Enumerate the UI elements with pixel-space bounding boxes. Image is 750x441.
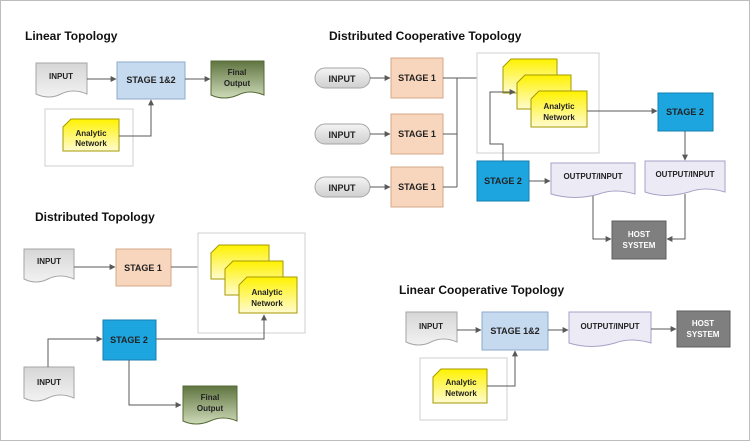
- svg-text:Analytic: Analytic: [445, 378, 477, 387]
- svg-text:Network: Network: [75, 139, 107, 148]
- linear-coop-stage-box: STAGE 1&2: [481, 311, 549, 351]
- svg-text:INPUT: INPUT: [329, 74, 357, 84]
- svg-text:INPUT: INPUT: [37, 257, 61, 266]
- linear-input: INPUT: [35, 62, 88, 98]
- svg-text:Output: Output: [197, 404, 224, 413]
- svg-text:Final: Final: [201, 393, 220, 402]
- svg-text:STAGE 1: STAGE 1: [398, 73, 436, 83]
- dist-coop-title: Distributed Cooperative Topology: [329, 29, 522, 43]
- dist-coop-analytic-stack: Analytic Network: [502, 58, 588, 128]
- svg-text:Network: Network: [445, 389, 477, 398]
- distributed-analytic-stack: Analytic Network: [210, 244, 298, 314]
- svg-text:STAGE 1: STAGE 1: [398, 129, 436, 139]
- distributed-input-bottom: INPUT: [23, 366, 75, 402]
- svg-text:INPUT: INPUT: [37, 378, 61, 387]
- distributed-final-output: Final Output: [182, 385, 238, 425]
- dist-coop-stage1-1: STAGE 1: [390, 57, 444, 99]
- svg-text:OUTPUT/INPUT: OUTPUT/INPUT: [655, 170, 714, 179]
- svg-text:STAGE 1: STAGE 1: [398, 182, 436, 192]
- linear-stage-box: STAGE 1&2: [116, 61, 186, 100]
- svg-text:INPUT: INPUT: [329, 130, 357, 140]
- dist-coop-output-input-right: OUTPUT/INPUT: [644, 160, 726, 196]
- dist-coop-input-3: INPUT: [314, 176, 371, 198]
- svg-text:HOST: HOST: [692, 319, 714, 328]
- svg-text:HOST: HOST: [628, 230, 650, 239]
- svg-text:SYSTEM: SYSTEM: [623, 241, 656, 250]
- svg-text:STAGE 2: STAGE 2: [110, 335, 148, 345]
- svg-text:Network: Network: [543, 113, 575, 122]
- svg-text:Analytic: Analytic: [75, 129, 107, 138]
- distributed-input-top: INPUT: [23, 248, 75, 283]
- linear-title: Linear Topology: [25, 29, 118, 43]
- svg-text:STAGE 2: STAGE 2: [484, 176, 522, 186]
- dist-coop-output-input-left: OUTPUT/INPUT: [550, 162, 636, 198]
- linear-analytic-network: Analytic Network: [62, 118, 120, 152]
- dist-coop-stage2-right: STAGE 2: [657, 92, 714, 132]
- distributed-stage2: STAGE 2: [102, 319, 157, 361]
- svg-text:INPUT: INPUT: [419, 322, 443, 331]
- dist-coop-stage2-left: STAGE 2: [476, 160, 530, 202]
- svg-text:SYSTEM: SYSTEM: [687, 330, 720, 339]
- svg-text:Final: Final: [228, 68, 247, 77]
- dist-coop-host-system: HOST SYSTEM: [611, 220, 667, 260]
- dist-coop-stage1-3: STAGE 1: [390, 166, 444, 208]
- linear-coop-output-input: OUTPUT/INPUT: [568, 311, 652, 347]
- svg-text:STAGE 1&2: STAGE 1&2: [126, 75, 175, 85]
- linear-coop-input: INPUT: [405, 311, 458, 346]
- svg-text:INPUT: INPUT: [49, 72, 73, 81]
- distributed-title: Distributed Topology: [35, 210, 155, 224]
- linear-coop-host-system: HOST SYSTEM: [676, 310, 731, 348]
- linear-coop-analytic-network: Analytic Network: [432, 368, 488, 404]
- svg-text:Network: Network: [251, 299, 283, 308]
- svg-text:INPUT: INPUT: [329, 183, 357, 193]
- svg-text:STAGE 1&2: STAGE 1&2: [490, 326, 539, 336]
- svg-text:OUTPUT/INPUT: OUTPUT/INPUT: [563, 172, 622, 181]
- dist-coop-input-1: INPUT: [314, 67, 371, 89]
- linear-coop-title: Linear Cooperative Topology: [399, 283, 564, 297]
- svg-text:Analytic: Analytic: [251, 288, 283, 297]
- distributed-stage1: STAGE 1: [115, 248, 172, 287]
- svg-text:STAGE 2: STAGE 2: [666, 107, 704, 117]
- svg-text:Output: Output: [224, 79, 251, 88]
- linear-final-output: Final Output: [210, 60, 265, 99]
- dist-coop-input-2: INPUT: [314, 123, 371, 145]
- svg-text:Analytic: Analytic: [543, 102, 575, 111]
- dist-coop-stage1-2: STAGE 1: [390, 113, 444, 155]
- svg-text:STAGE 1: STAGE 1: [124, 263, 162, 273]
- svg-text:OUTPUT/INPUT: OUTPUT/INPUT: [580, 322, 639, 331]
